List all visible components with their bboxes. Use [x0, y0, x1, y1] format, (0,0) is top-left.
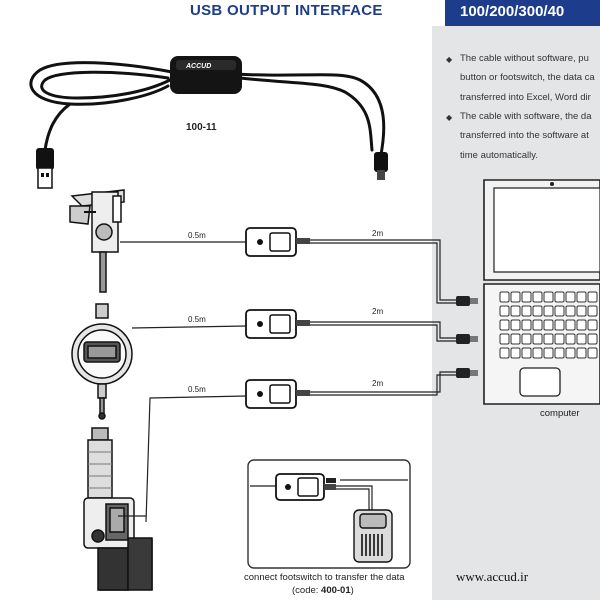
mini-converter-3	[245, 379, 310, 409]
short-cables	[118, 241, 247, 523]
cable-length-label: 2m	[372, 229, 383, 238]
cable-length-label: 2m	[372, 379, 383, 388]
footswitch-pedal-icon	[353, 509, 393, 563]
keyboard-key	[521, 291, 532, 303]
usb-cable-coil	[29, 61, 386, 162]
keyboard-key	[554, 319, 565, 331]
keyboard-key	[554, 305, 565, 317]
keyboard-key	[532, 305, 543, 317]
keyboard-key	[532, 347, 543, 359]
page-title: USB OUTPUT INTERFACE	[190, 2, 383, 19]
keyboard-key	[510, 305, 521, 317]
keyboard-key	[587, 305, 598, 317]
keyboard-key	[565, 291, 576, 303]
keyboard-key	[510, 347, 521, 359]
keyboard-key	[510, 319, 521, 331]
keyboard-key	[576, 305, 587, 317]
keyboard-key	[521, 347, 532, 359]
keyboard-key	[543, 319, 554, 331]
keyboard-key	[499, 333, 510, 345]
info-text: transferred into Excel, Word dir	[460, 92, 591, 103]
mini-converter-2	[245, 309, 310, 339]
info-text: transferred into the software at	[460, 130, 589, 141]
keyboard-key	[587, 333, 598, 345]
brand-logo: ACCUD	[185, 63, 211, 70]
keyboard-key	[543, 333, 554, 345]
keyboard-key	[587, 291, 598, 303]
keyboard-key	[565, 347, 576, 359]
connector-plug-icon	[374, 152, 388, 180]
converter-box	[170, 56, 242, 94]
keyboard-key	[587, 347, 598, 359]
bullet-icon: ◆	[446, 55, 453, 64]
code-prefix: (code:	[292, 585, 322, 596]
usb-plug-icon	[36, 148, 54, 189]
computer-label: computer	[540, 408, 580, 419]
keyboard-key	[499, 347, 510, 359]
keyboard-key	[543, 305, 554, 317]
keyboard-key	[543, 347, 554, 359]
caliper-icon	[69, 189, 125, 293]
keyboard-key	[576, 347, 587, 359]
keyboard-key	[587, 319, 598, 331]
keyboard-key	[499, 305, 510, 317]
keyboard-key	[554, 291, 565, 303]
product-model-label: 100-11	[186, 122, 217, 133]
info-text: time automatically.	[460, 150, 538, 161]
mini-converter-1	[245, 227, 310, 257]
keyboard-key	[565, 319, 576, 331]
info-text: button or footswitch, the data ca	[460, 72, 595, 83]
cable-length-label: 2m	[372, 307, 383, 316]
usb-connectors	[456, 296, 478, 378]
keyboard-key	[499, 291, 510, 303]
bullet-icon: ◆	[446, 113, 453, 122]
keyboard-key	[532, 333, 543, 345]
keyboard-key	[521, 305, 532, 317]
keyboard-key	[543, 291, 554, 303]
model-banner	[445, 0, 600, 26]
cable-length-label: 0.5m	[188, 315, 206, 324]
keyboard-key	[510, 333, 521, 345]
keyboard-key	[510, 291, 521, 303]
keyboard-key	[576, 319, 587, 331]
keyboard-key	[499, 319, 510, 331]
cable-length-label: 0.5m	[188, 231, 206, 240]
keyboard-key	[554, 347, 565, 359]
cable-length-label: 0.5m	[188, 385, 206, 394]
keyboard-key	[532, 319, 543, 331]
footswitch-caption: connect footswitch to transfer the data	[244, 572, 405, 583]
keyboard-key	[565, 333, 576, 345]
info-text: The cable without software, pu	[460, 53, 589, 64]
keyboard-key	[554, 333, 565, 345]
digital-indicator-icon	[71, 303, 133, 420]
keyboard-key	[532, 291, 543, 303]
info-text: The cable with software, the da	[460, 111, 592, 122]
long-cables	[296, 239, 456, 396]
micrometer-icon	[83, 427, 153, 591]
footswitch-code: (code: 400-01)	[292, 585, 354, 596]
keyboard-key	[521, 333, 532, 345]
laptop-keyboard	[499, 291, 598, 359]
keyboard-key	[576, 291, 587, 303]
keyboard-key	[521, 319, 532, 331]
model-numbers: 100/200/300/40	[460, 3, 565, 20]
code-suffix: )	[350, 585, 354, 596]
keyboard-key	[576, 333, 587, 345]
code-value: 400-01	[321, 585, 351, 596]
website-url: www.accud.ir	[456, 569, 529, 584]
keyboard-key	[565, 305, 576, 317]
